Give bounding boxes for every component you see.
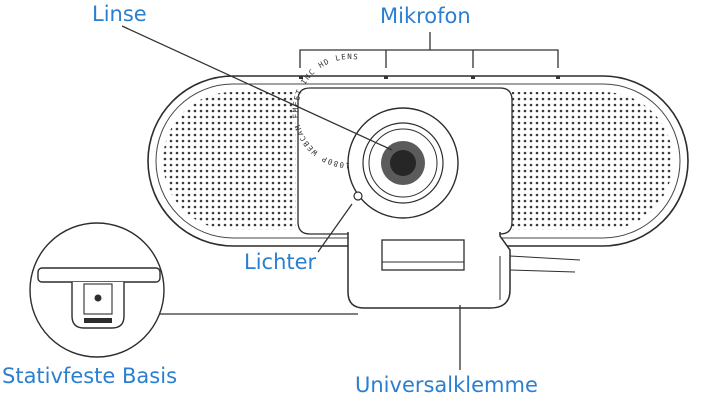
label-mikrofon: Mikrofon [380,4,471,28]
label-universalklemme: Universalklemme [355,373,538,397]
left-grille [163,92,296,230]
label-linse: Linse [92,2,147,26]
label-stativfeste-basis: Stativfeste Basis [2,364,178,388]
indicator-light [353,191,363,201]
universal-clip [347,232,581,309]
mikrofon-bracket [299,32,559,68]
lichter-leader [317,203,353,253]
leader-lines [121,25,559,370]
tripod-inset [29,222,165,358]
linse-leader [121,25,393,151]
right-grille [512,92,673,230]
microphone-holes [299,76,560,79]
label-lichter: Lichter [244,250,317,274]
